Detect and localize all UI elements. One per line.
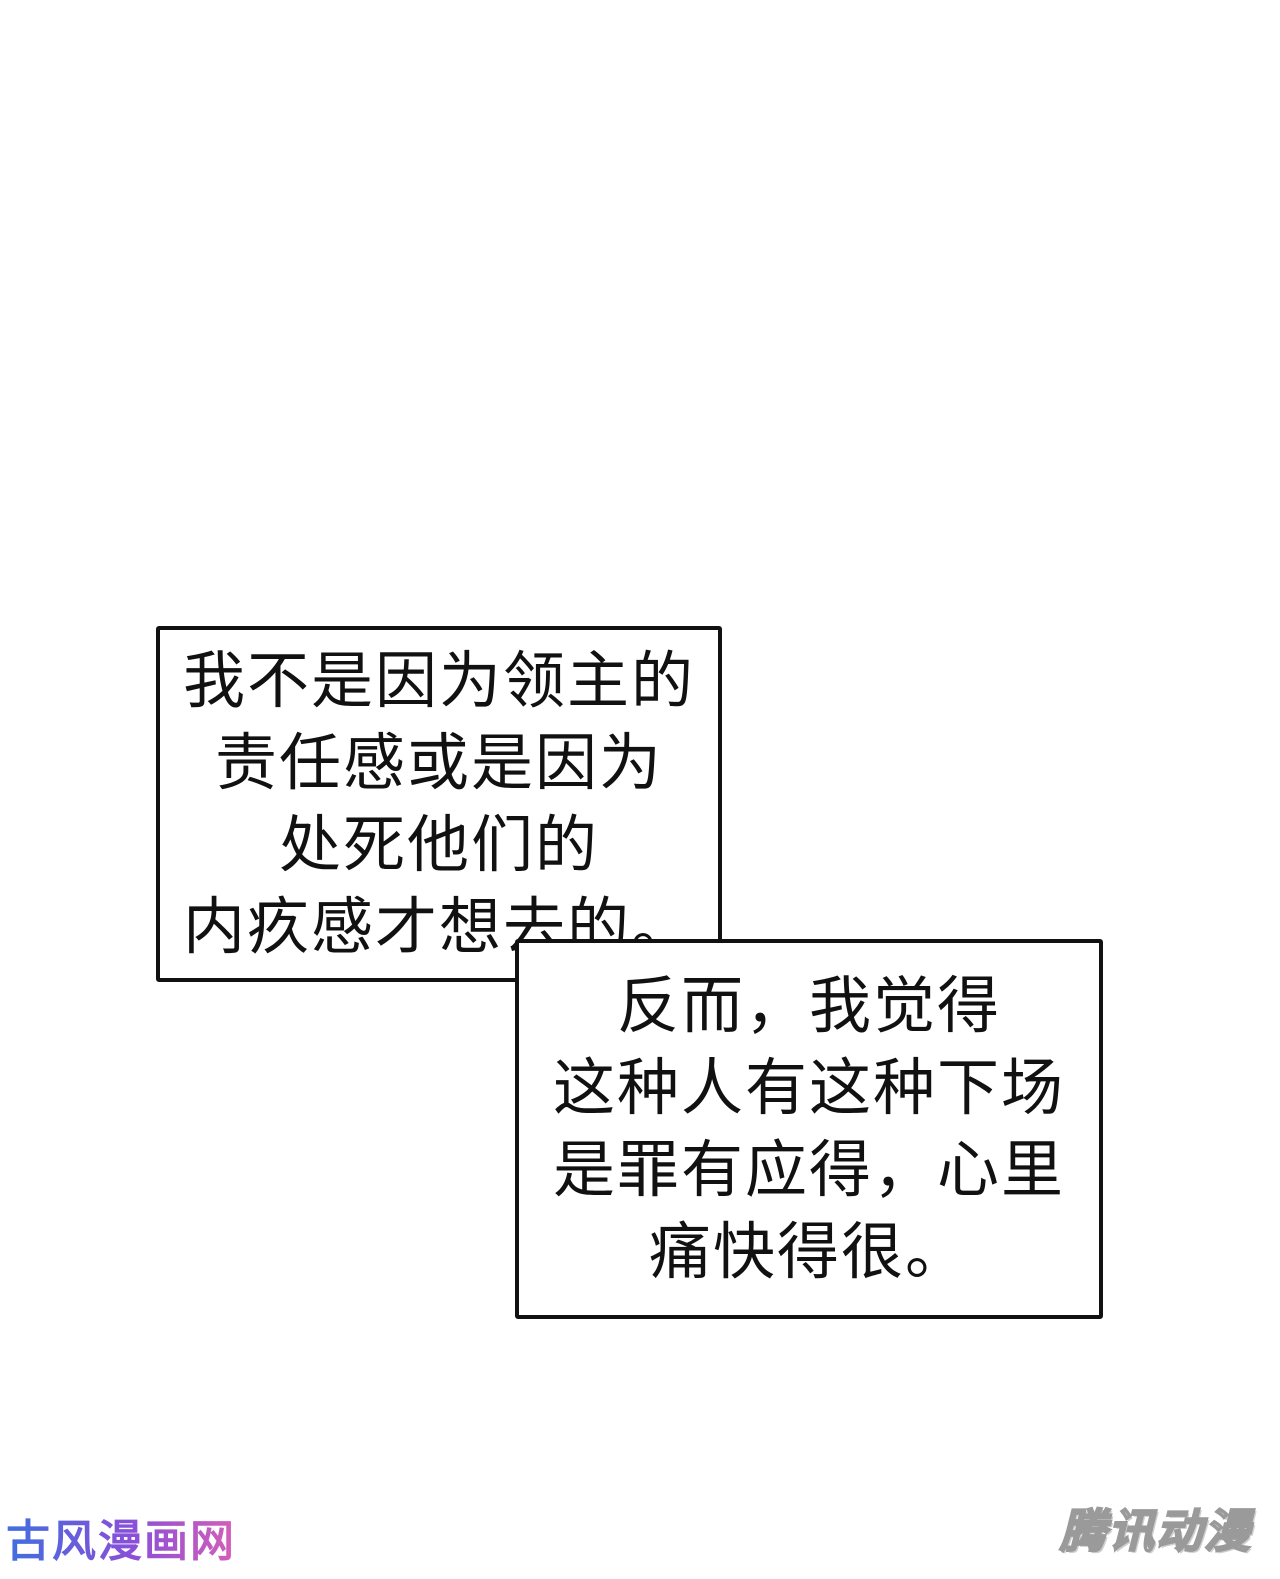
caption-line: 痛快得很。 <box>648 1215 969 1288</box>
caption-line: 处死他们的 <box>278 808 599 881</box>
caption-line: 我不是因为领主的 <box>182 644 695 717</box>
caption-line: 责任感或是因为 <box>214 726 663 799</box>
caption-box-2: 反而，我觉得 这种人有这种下场 是罪有应得，心里 痛快得很。 <box>515 939 1103 1319</box>
caption-line: 是罪有应得，心里 <box>552 1133 1065 1206</box>
caption-line: 这种人有这种下场 <box>552 1051 1065 1124</box>
caption-box-1: 我不是因为领主的 责任感或是因为 处死他们的 内疚感才想去的。 <box>156 626 722 982</box>
publisher-watermark-logo: 腾讯动漫 <box>1059 1503 1252 1559</box>
caption-line: 反而，我觉得 <box>616 969 1001 1042</box>
site-watermark-logo: 古风漫画网 <box>6 1505 236 1569</box>
